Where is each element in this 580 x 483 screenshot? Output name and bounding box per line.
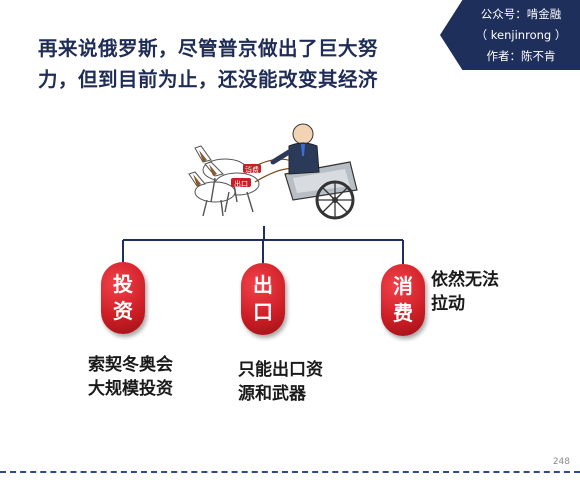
pill-investment-char-1: 投 [113, 272, 133, 296]
horse-label-export: 出口 [234, 179, 248, 188]
pill-investment: 投 资 [101, 262, 145, 334]
pill-export-char-1: 出 [253, 273, 273, 297]
title-line-1: 再来说俄罗斯，尽管普京做出了巨大努 [38, 37, 379, 60]
export-description: 只能出口资 源和武器 [238, 358, 323, 406]
export-desc-line-1: 只能出口资 [238, 360, 323, 380]
consumption-description: 依然无法 拉动 [431, 268, 499, 316]
horse-label-consumption: 消费 [245, 165, 259, 174]
investment-desc-line-1: 索契冬奥会 [88, 355, 173, 375]
pill-export: 出 口 [241, 263, 285, 335]
slide-title: 再来说俄罗斯，尽管普京做出了巨大努 力，但到目前为止，还没能改变其经济 [38, 33, 458, 95]
pill-consumption: 消 费 [381, 264, 425, 336]
title-line-2: 力，但到目前为止，还没能改变其经济 [38, 68, 379, 91]
consumption-desc-line-2: 拉动 [431, 294, 465, 314]
pill-consumption-char-1: 消 [393, 274, 413, 298]
pill-investment-char-2: 资 [113, 299, 133, 323]
consumption-desc-line-1: 依然无法 [431, 270, 499, 290]
author-badge: 公众号：啃金融 （ kenjinrong ） 作者：陈不肯 （ chenbuke… [440, 0, 580, 70]
pill-export-char-2: 口 [253, 300, 273, 324]
badge-account: 公众号：啃金融 [480, 7, 562, 21]
footer-divider [0, 471, 580, 473]
chariot-illustration: 出口 消费 [188, 123, 358, 220]
investment-description: 索契冬奥会 大规模投资 [88, 353, 173, 401]
investment-desc-line-2: 大规模投资 [88, 379, 173, 399]
pill-consumption-char-2: 费 [393, 301, 413, 325]
badge-author-id: （ chenbuken ） [466, 67, 576, 70]
page-number: 248 [552, 457, 570, 467]
badge-author: 作者：陈不肯 [486, 49, 556, 63]
badge-account-id: （ kenjinrong ） [475, 28, 567, 42]
export-desc-line-2: 源和武器 [238, 384, 306, 404]
